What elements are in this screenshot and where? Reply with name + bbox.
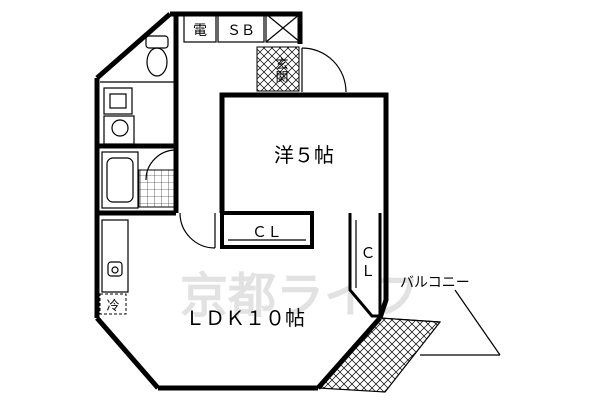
closet-main-label: ＣＬ bbox=[252, 223, 282, 241]
ldk-label: ＬＤＫ１０帖 bbox=[185, 306, 305, 330]
closet-side bbox=[348, 213, 382, 318]
outer-wall-bottom-left bbox=[95, 316, 160, 390]
western-room-walls bbox=[219, 92, 389, 319]
outer-wall-balcony bbox=[316, 316, 382, 390]
toilet-tank bbox=[145, 35, 169, 49]
outer-wall-top-left bbox=[95, 12, 172, 80]
closet-side-label-top: Ｃ bbox=[360, 244, 375, 262]
washing-machine bbox=[103, 87, 133, 115]
shoe-box-label: ＳＢ bbox=[227, 23, 255, 39]
electric-label: 電 bbox=[193, 23, 207, 39]
closet-main bbox=[220, 211, 314, 249]
wash-basin bbox=[103, 115, 135, 145]
entrance-label: 玄関 bbox=[273, 57, 289, 84]
kitchen-sink bbox=[107, 261, 123, 277]
bath-floor bbox=[138, 169, 176, 208]
closet-side-label-bottom: Ｌ bbox=[360, 262, 375, 280]
kitchen-counter bbox=[101, 219, 129, 293]
western-room-label: 洋５帖 bbox=[274, 143, 334, 167]
bathtub bbox=[101, 151, 139, 209]
entrance-area bbox=[256, 46, 300, 92]
fridge-label: 冷 bbox=[106, 299, 119, 314]
balcony-label: バルコニー bbox=[400, 275, 470, 291]
fridge-space bbox=[99, 293, 127, 315]
toilet-bowl bbox=[146, 47, 168, 77]
